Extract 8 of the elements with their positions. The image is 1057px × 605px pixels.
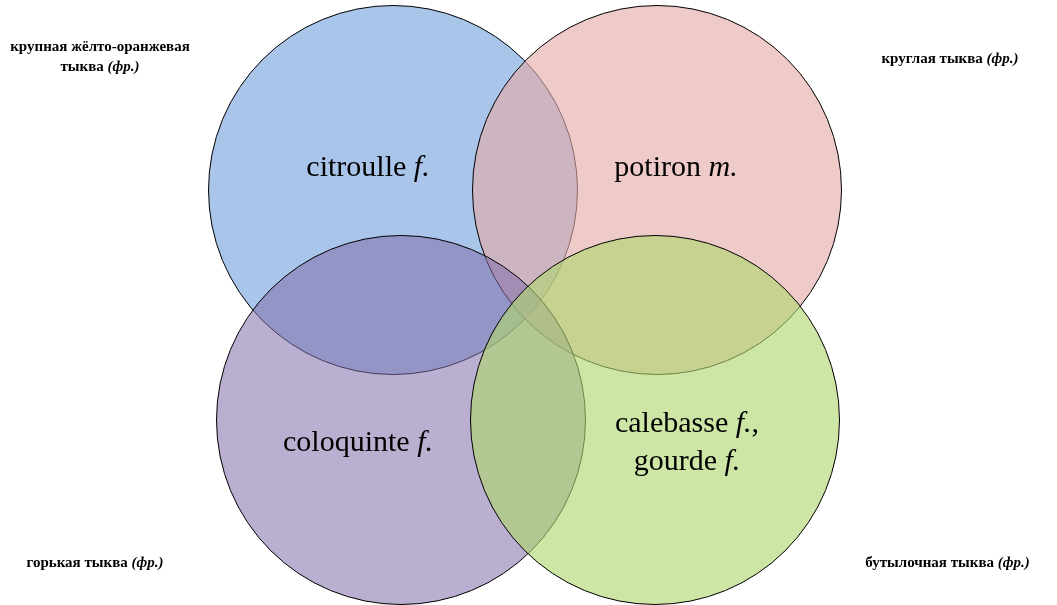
translation-note: круглая тыква (фр.): [880, 49, 1020, 68]
circle-label: potiron m.: [613, 148, 739, 184]
circle-label: calebasse f., gourde f.: [613, 404, 761, 478]
translation-note: крупная жёлто-оранжевая тыква (фр.): [10, 37, 190, 76]
circle-label: citroulle f.: [305, 148, 431, 184]
translation-note: горькая тыква (фр.): [25, 553, 165, 572]
translation-note: бутылочная тыква (фр.): [864, 553, 1031, 572]
circle-label: coloquinte f.: [282, 423, 434, 459]
